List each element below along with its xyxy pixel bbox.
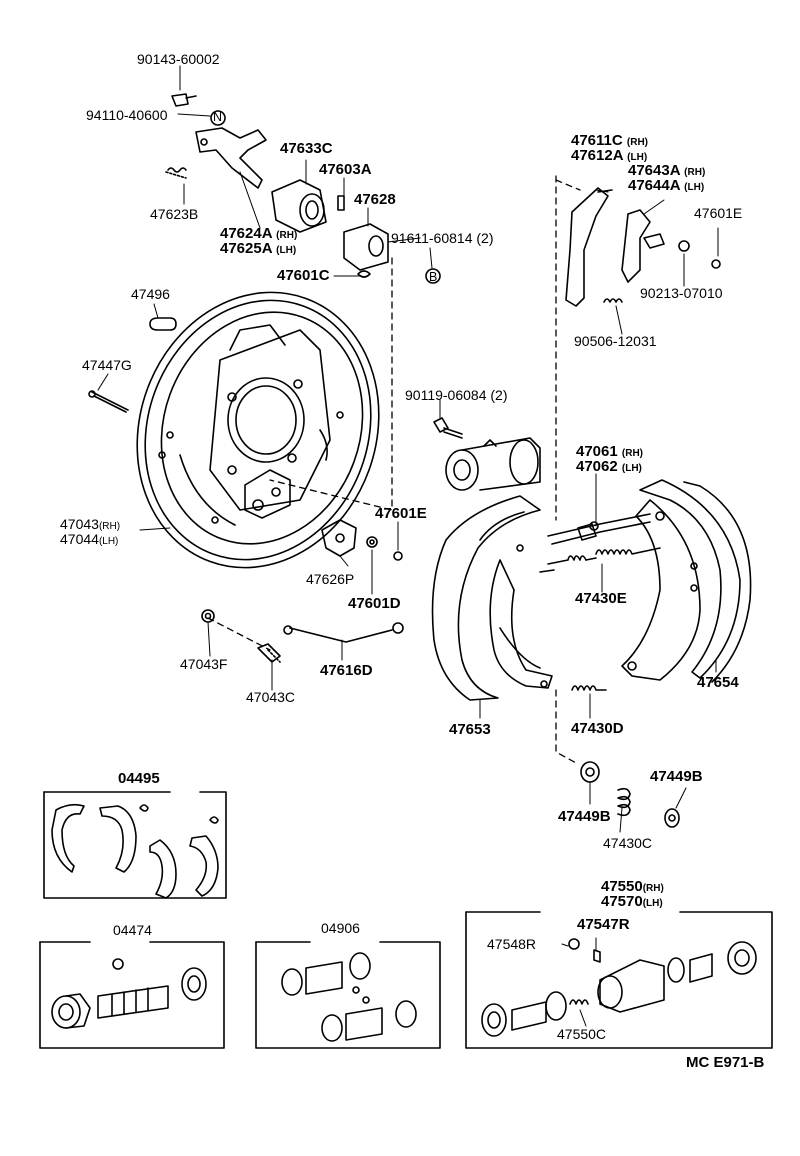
label-47643A: 47643A (RH) bbox=[628, 162, 706, 179]
label-47043C: 47043C bbox=[246, 689, 296, 705]
label-47624A: 47624A (RH) bbox=[220, 225, 298, 242]
backing-plate bbox=[136, 291, 380, 569]
label-leaders bbox=[97, 65, 719, 1027]
label-94110-40600: 94110-40600 bbox=[86, 107, 168, 123]
label-47653: 47653 bbox=[449, 721, 491, 738]
label-47612A: 47612A (LH) bbox=[571, 147, 648, 164]
label-47626P: 47626P bbox=[306, 571, 355, 587]
label-47548R: 47548R bbox=[487, 936, 537, 952]
label-47550: 47550(RH) bbox=[601, 878, 664, 895]
adjusting-bolt-housing bbox=[271, 179, 345, 233]
label-47430D: 47430D bbox=[571, 720, 624, 737]
label-90213-07010: 90213-07010 bbox=[640, 285, 723, 301]
label-04906: 04906 bbox=[321, 920, 360, 936]
label-04474: 04474 bbox=[113, 922, 152, 938]
wheel-cylinder-assembly bbox=[445, 437, 541, 491]
label-90506-12031: 90506-12031 bbox=[574, 333, 657, 349]
label-47043: 47043(RH) bbox=[60, 516, 121, 532]
label-47601D: 47601D bbox=[348, 595, 401, 612]
parking-brake-strut bbox=[565, 187, 721, 307]
label-47603A: 47603A bbox=[319, 161, 372, 178]
label-47062: 47062 (LH) bbox=[576, 458, 642, 475]
label-47623B: 47623B bbox=[150, 206, 199, 222]
kit-box-04906 bbox=[255, 941, 441, 1049]
plug-47496 bbox=[149, 317, 177, 331]
label-91611-60814: 91611-60814 (2) bbox=[391, 230, 494, 246]
adjuster-and-springs bbox=[539, 513, 661, 691]
label-47611C: 47611C (RH) bbox=[571, 132, 648, 149]
label-47633C: 47633C bbox=[280, 140, 333, 157]
label-47430C: 47430C bbox=[603, 835, 653, 851]
label-47601C: 47601C bbox=[277, 267, 330, 284]
label-47550C: 47550C bbox=[557, 1026, 607, 1042]
label-47547R: 47547R bbox=[577, 916, 630, 933]
label-47601E-top: 47601E bbox=[694, 205, 743, 221]
label-b-marker: B bbox=[429, 270, 438, 284]
label-47628: 47628 bbox=[354, 191, 396, 208]
brake-shoe-47654 bbox=[621, 479, 752, 683]
label-47601E-mid: 47601E bbox=[375, 505, 427, 522]
parking-brake-lever bbox=[165, 93, 267, 189]
block-47628 bbox=[343, 223, 441, 284]
label-04495: 04495 bbox=[118, 770, 160, 787]
label-47447G: 47447G bbox=[82, 357, 132, 373]
kit-box-47550 bbox=[465, 911, 773, 1049]
label-47644A: 47644A (LH) bbox=[628, 177, 705, 194]
label-47570: 47570(LH) bbox=[601, 893, 663, 910]
brake-shoe-47653 bbox=[431, 495, 553, 701]
label-90119-06084: 90119-06084 (2) bbox=[405, 387, 508, 403]
label-n-marker: N bbox=[213, 110, 223, 124]
pin-47447G bbox=[88, 390, 129, 413]
label-47625A: 47625A (LH) bbox=[220, 240, 297, 257]
label-47449B-left: 47449B bbox=[558, 808, 611, 825]
label-47496: 47496 bbox=[131, 286, 170, 302]
label-47061: 47061 (RH) bbox=[576, 443, 643, 460]
kit-box-04474 bbox=[39, 941, 225, 1049]
bolt-90119 bbox=[433, 417, 463, 439]
label-47616D: 47616D bbox=[320, 662, 373, 679]
diagram-code: MC E971-B bbox=[686, 1054, 765, 1071]
label-47654: 47654 bbox=[697, 674, 739, 691]
label-47043F: 47043F bbox=[180, 656, 228, 672]
label-90143-60002: 90143-60002 bbox=[137, 51, 220, 67]
anchor-block bbox=[244, 469, 291, 519]
small-parts bbox=[201, 519, 404, 663]
label-47044: 47044(LH) bbox=[60, 531, 119, 547]
dashed-leaders bbox=[207, 175, 581, 765]
kit-box-04495 bbox=[43, 791, 227, 899]
label-47430E: 47430E bbox=[575, 590, 627, 607]
label-47449B-right: 47449B bbox=[650, 768, 703, 785]
